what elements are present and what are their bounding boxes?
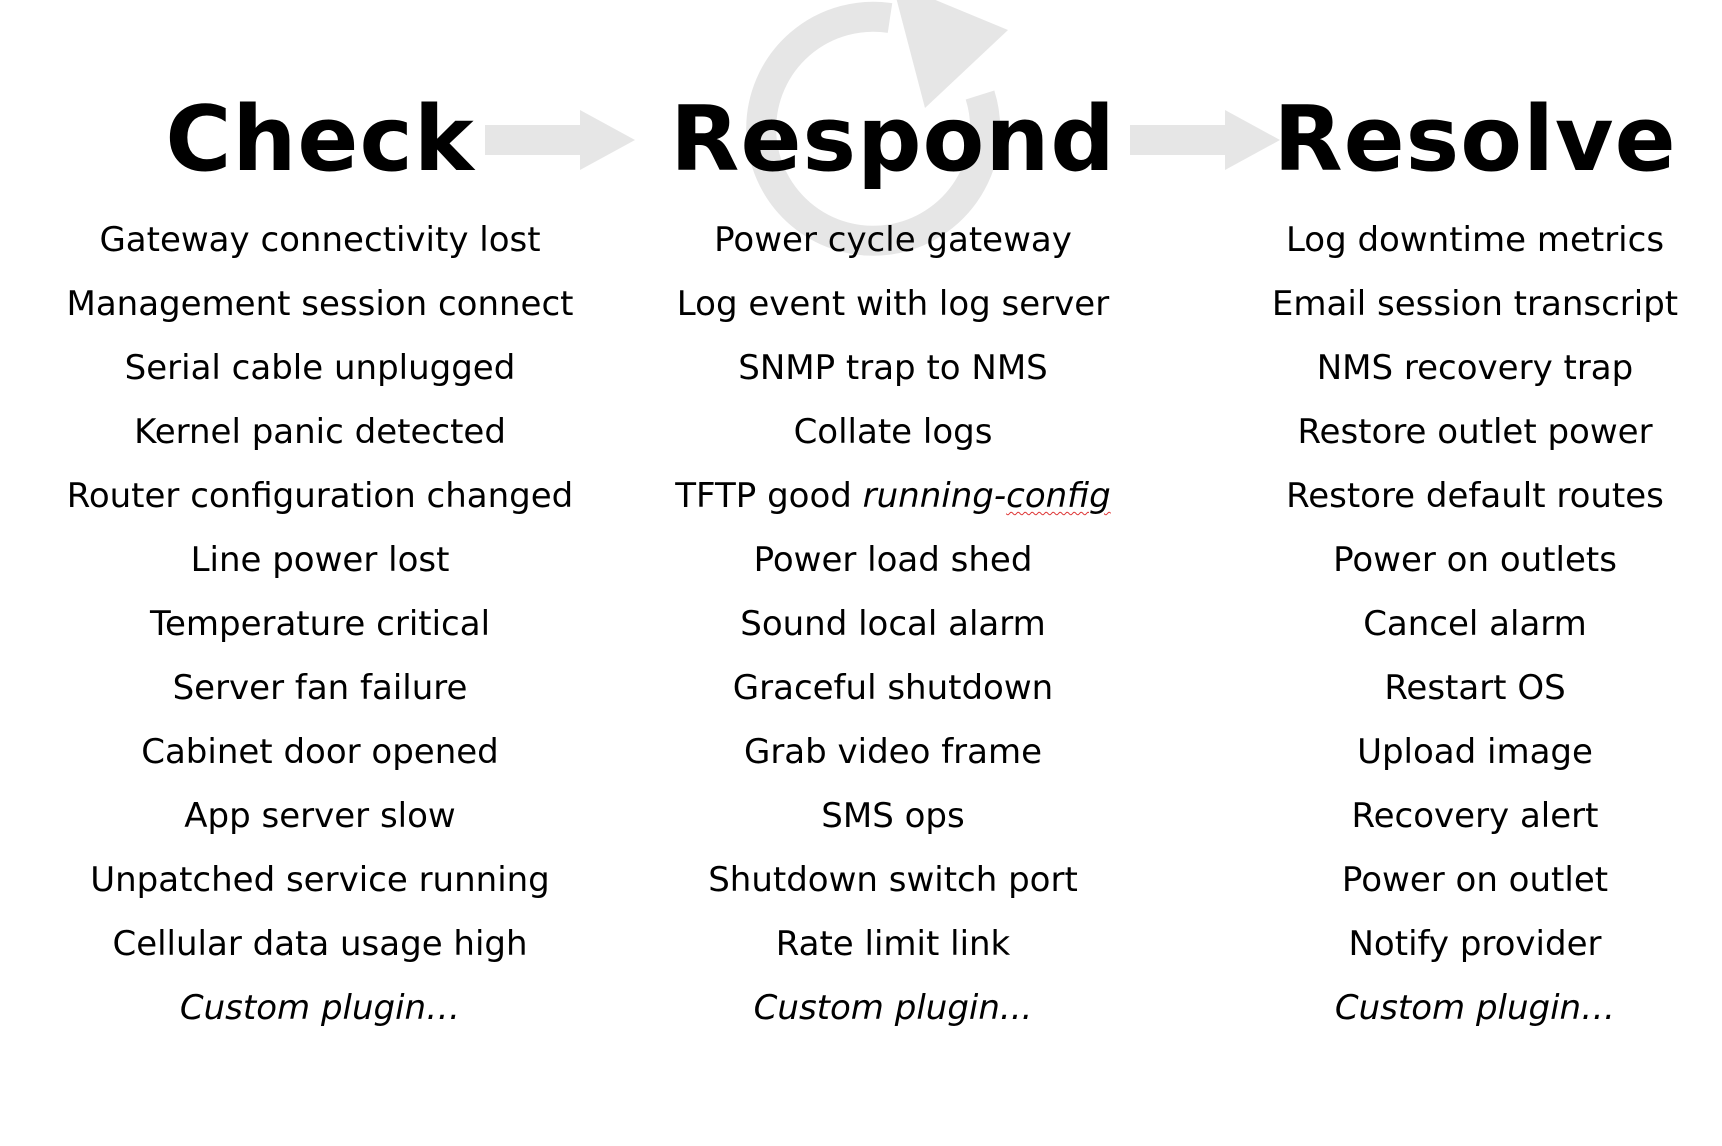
resolve-column: Resolve Log downtime metrics Email sessi… [1175, 85, 1722, 1049]
check-item: Management session connect [66, 284, 574, 324]
resolve-item: NMS recovery trap [1316, 348, 1634, 388]
resolve-item: Power on outlets [1333, 540, 1617, 580]
respond-item: Rate limit link [775, 924, 1011, 964]
respond-item: Graceful shutdown [732, 668, 1054, 708]
check-item: Temperature critical [149, 604, 491, 644]
check-item: Router configuration changed [66, 476, 574, 516]
resolve-item: Upload image [1357, 732, 1593, 772]
respond-item: Power load shed [753, 540, 1033, 580]
right-arrow-icon [485, 110, 635, 170]
resolve-item: Restart OS [1384, 668, 1566, 708]
check-item: Cabinet door opened [141, 732, 499, 772]
check-item: Cellular data usage high [112, 924, 528, 964]
check-column: Check Gateway connectivity lost Manageme… [20, 85, 620, 1049]
respond-item: SMS ops [821, 796, 965, 836]
respond-title: Respond [670, 87, 1116, 192]
check-item: Unpatched service running [90, 860, 550, 900]
resolve-item: Recovery alert [1351, 796, 1599, 836]
check-list: Gateway connectivity lost Management ses… [20, 217, 620, 1031]
resolve-list: Log downtime metrics Email session trans… [1175, 217, 1722, 1031]
respond-list: Power cycle gateway Log event with log s… [593, 217, 1193, 1031]
resolve-item: Notify provider [1348, 924, 1602, 964]
right-arrow-icon [1130, 110, 1280, 170]
check-title: Check [165, 87, 475, 192]
running-config-text: running- [862, 476, 1007, 516]
check-item: Kernel panic detected [134, 412, 506, 452]
check-item: Server fan failure [172, 668, 468, 708]
check-item: App server slow [184, 796, 456, 836]
respond-item: Collate logs [793, 412, 993, 452]
respond-item: Grab video frame [743, 732, 1043, 772]
check-item: Serial cable unplugged [124, 348, 516, 388]
resolve-item: Restore default routes [1286, 476, 1664, 516]
config-spellcheck-text: config [1006, 476, 1111, 516]
resolve-item: Power on outlet [1341, 860, 1609, 900]
respond-item-custom-plugin: Custom plugin... [753, 988, 1033, 1028]
check-item: Line power lost [190, 540, 450, 580]
resolve-title: Resolve [1273, 87, 1677, 192]
respond-item: Log event with log server [676, 284, 1110, 324]
respond-item: SNMP trap to NMS [738, 348, 1048, 388]
resolve-item: Restore outlet power [1297, 412, 1653, 452]
check-item: Gateway connectivity lost [99, 220, 541, 260]
check-item-custom-plugin: Custom plugin… [179, 988, 461, 1028]
respond-item-tftp: TFTP good running-config [593, 473, 1193, 519]
respond-item: Shutdown switch port [708, 860, 1078, 900]
respond-item: Sound local alarm [740, 604, 1046, 644]
resolve-item-custom-plugin: Custom plugin… [1334, 988, 1616, 1028]
refresh-cycle-icon [746, 0, 1008, 256]
respond-column: Respond Power cycle gateway Log event wi… [593, 85, 1193, 1049]
tftp-text: TFTP good [675, 476, 863, 516]
resolve-item: Cancel alarm [1363, 604, 1587, 644]
resolve-item: Log downtime metrics [1285, 220, 1665, 260]
respond-item: Power cycle gateway [714, 220, 1072, 260]
resolve-item: Email session transcript [1271, 284, 1679, 324]
